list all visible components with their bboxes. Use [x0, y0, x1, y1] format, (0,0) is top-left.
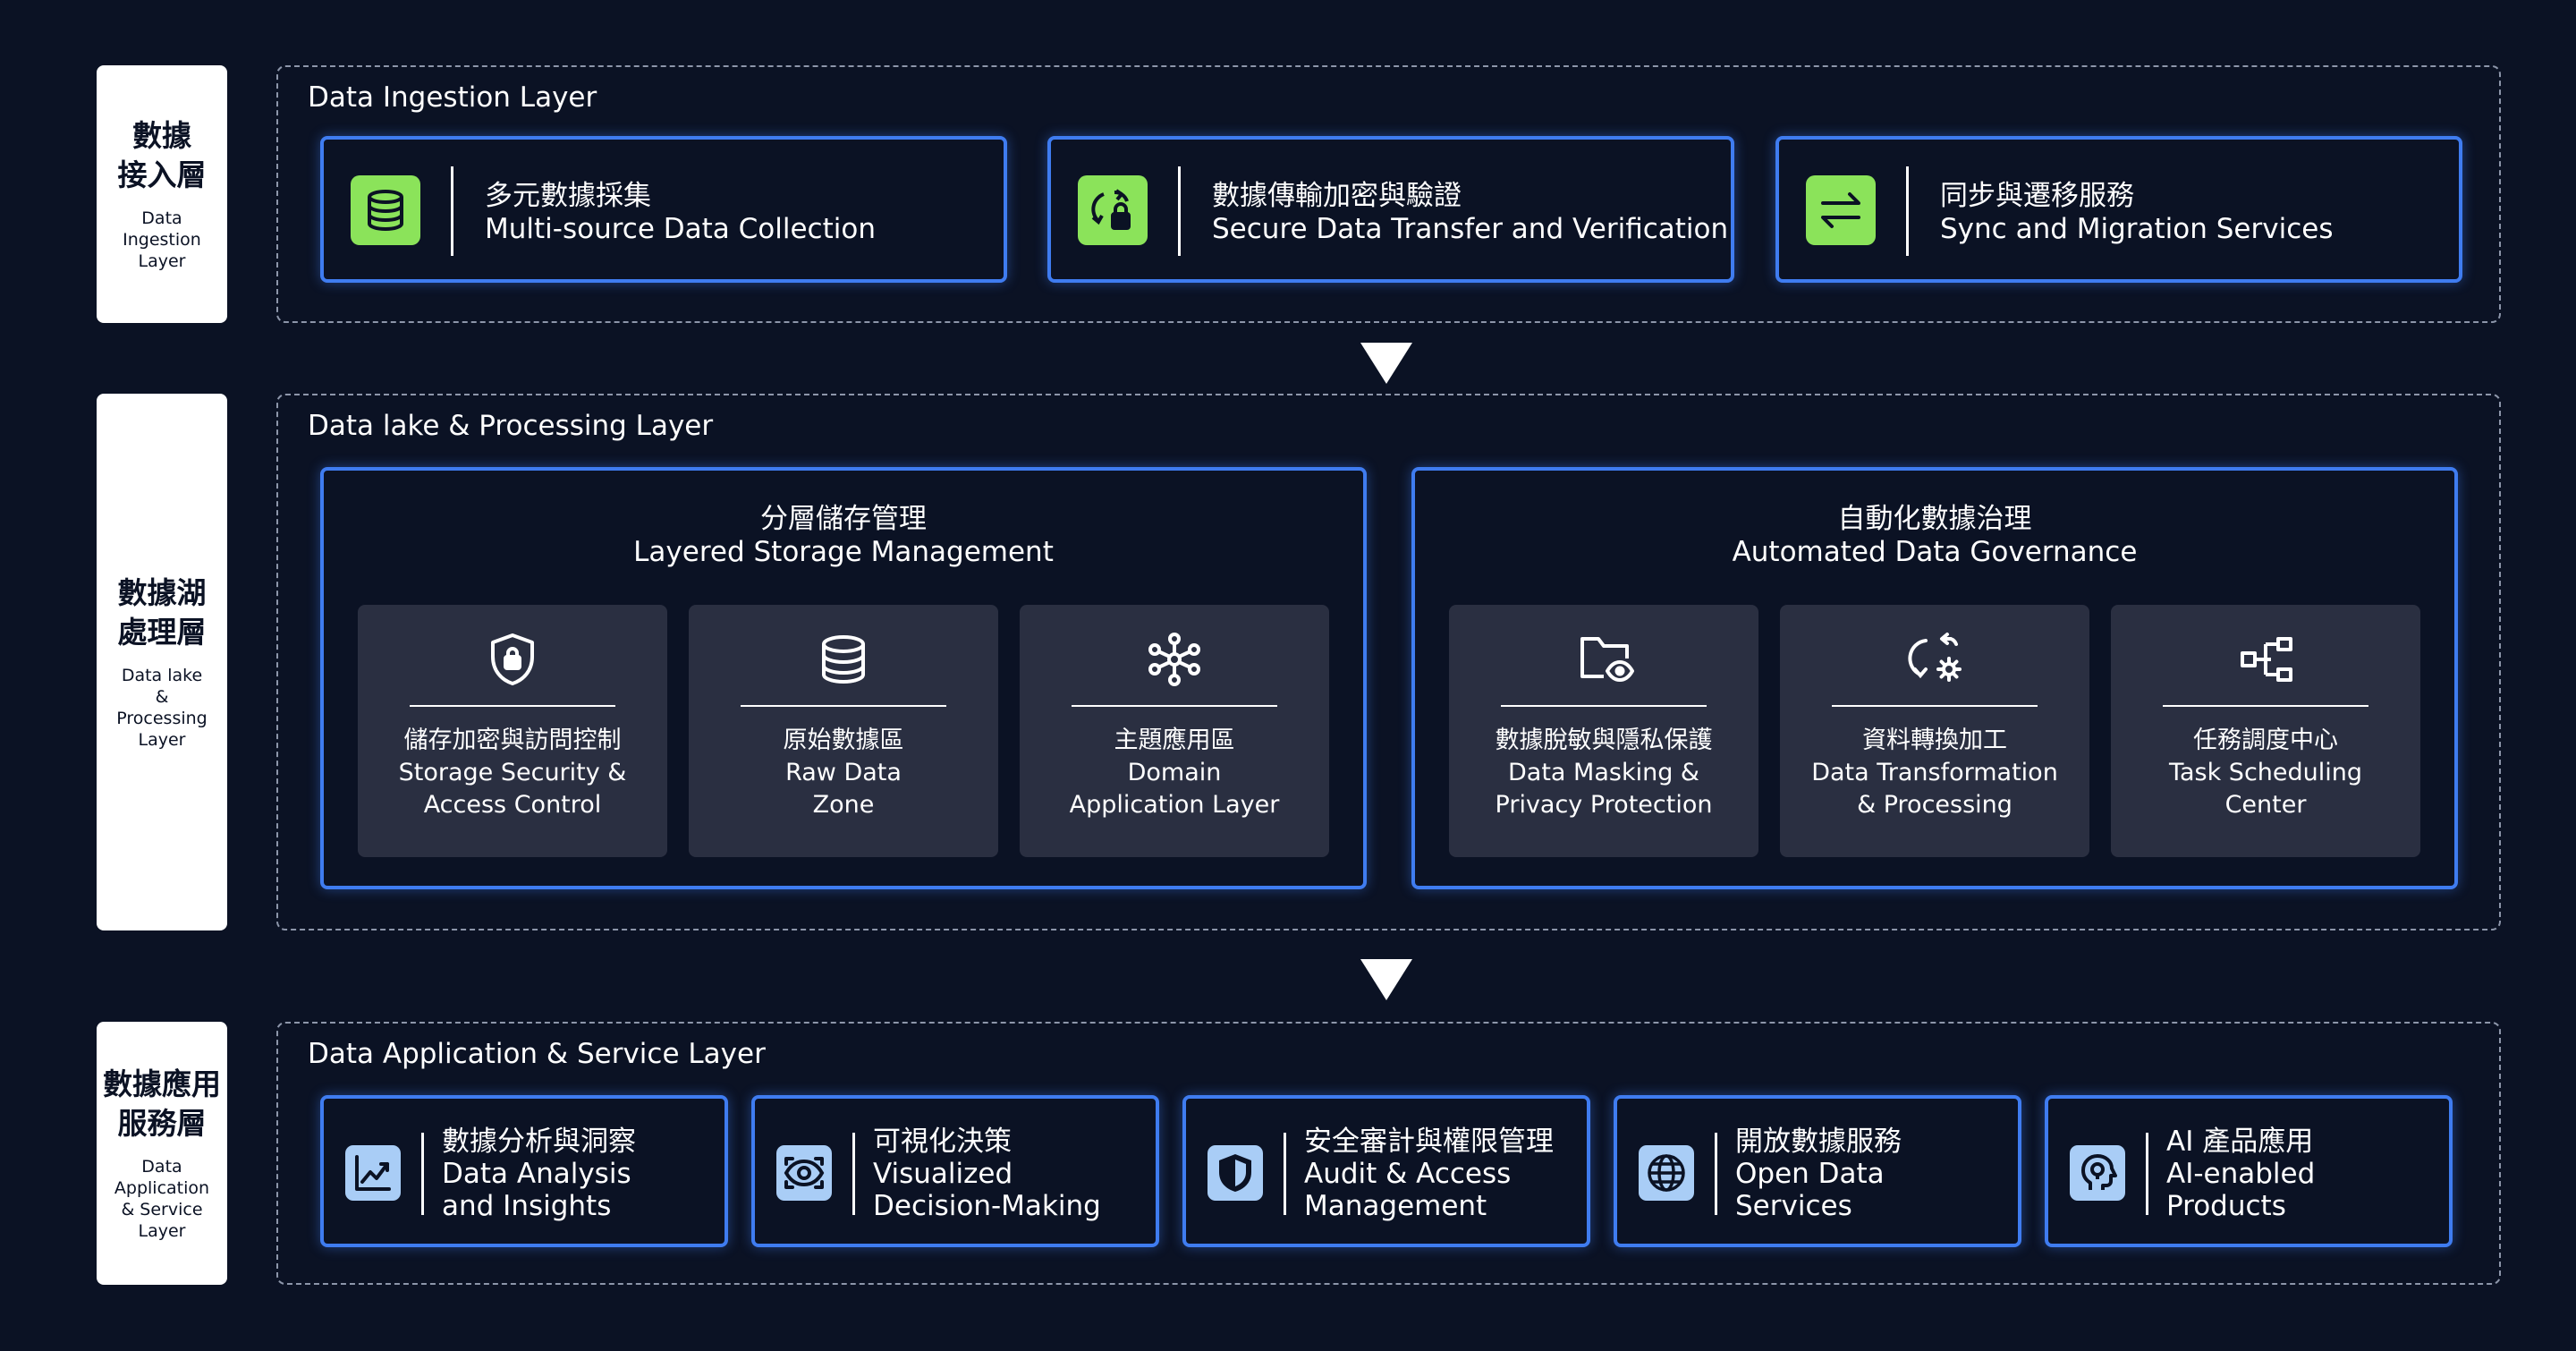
- side-label-zh: 數據湖 處理層: [117, 575, 207, 650]
- divider: [451, 166, 453, 256]
- transfer-arrows-icon: [1806, 175, 1876, 245]
- divider: [1178, 166, 1181, 256]
- app-card-open-data: 開放數據服務 Open Data Services: [1614, 1095, 2021, 1247]
- app-card-visualized-decision: 可視化決策 Visualized Decision-Making: [751, 1095, 1159, 1247]
- ingestion-card-sync: 同步與遷移服務 Sync and Migration Services: [1775, 136, 2462, 283]
- sub-card-text: 資料轉換加工 Data Transformation & Processing: [1811, 726, 2058, 819]
- ingestion-card-transfer: 數據傳輸加密與驗證 Secure Data Transfer and Verif…: [1047, 136, 1734, 283]
- side-label-zh: 數據 接入層: [117, 118, 207, 192]
- divider: [421, 1133, 424, 1215]
- ingestion-card-collection: 多元數據採集 Multi-source Data Collection: [320, 136, 1007, 283]
- app-card-audit-access: 安全審計與權限管理 Audit & Access Management: [1182, 1095, 1590, 1247]
- application-layer: Data Application & Service Layer 數據分析與洞察…: [276, 1022, 2501, 1285]
- flow-arrow-down: [1360, 959, 1412, 1000]
- divider: [1072, 705, 1277, 707]
- sub-card-domain-application: 主題應用區 Domain Application Layer: [1020, 605, 1329, 857]
- ingestion-layer: Data Ingestion Layer 多元數據採集 Multi-source…: [276, 65, 2501, 323]
- card-text: 可視化決策 Visualized Decision-Making: [873, 1126, 1101, 1222]
- group-heading: 分層儲存管理 Layered Storage Management: [324, 503, 1363, 569]
- divider: [410, 705, 615, 707]
- chart-trend-icon: [345, 1145, 401, 1201]
- side-label-processing: 數據湖 處理層 Data lake & Processing Layer: [97, 394, 227, 930]
- database-icon: [351, 175, 420, 245]
- divider: [1906, 166, 1909, 256]
- sub-card-text: 儲存加密與訪問控制 Storage Security & Access Cont…: [398, 726, 627, 819]
- data-governance-group: 自動化數據治理 Automated Data Governance 數據脫敏與隱…: [1411, 467, 2458, 889]
- network-hub-icon: [1148, 633, 1200, 686]
- layer-title: Data Application & Service Layer: [308, 1038, 766, 1070]
- group-heading: 自動化數據治理 Automated Data Governance: [1415, 503, 2454, 569]
- card-text: 數據分析與洞察 Data Analysis and Insights: [442, 1126, 636, 1222]
- card-text: 開放數據服務 Open Data Services: [1735, 1126, 1902, 1222]
- card-title-en: Sync and Migration Services: [1940, 213, 2334, 245]
- app-card-ai-products: AI 產品應用 AI-enabled Products: [2045, 1095, 2453, 1247]
- sub-card-text: 主題應用區 Domain Application Layer: [1069, 726, 1280, 819]
- ai-head-icon: [2070, 1145, 2125, 1201]
- card-text: 多元數據採集 Multi-source Data Collection: [485, 180, 876, 246]
- divider: [2146, 1133, 2148, 1215]
- card-title-zh: 數據傳輸加密與驗證: [1212, 180, 1462, 212]
- card-text: 數據傳輸加密與驗證 Secure Data Transfer and Verif…: [1212, 180, 1728, 246]
- shield-lock-icon: [491, 633, 534, 685]
- processing-layer: Data lake & Processing Layer 分層儲存管理 Laye…: [276, 394, 2501, 930]
- side-label-ingestion: 數據 接入層 Data Ingestion Layer: [97, 65, 227, 323]
- sub-card-text: 原始數據區 Raw Data Zone: [783, 726, 904, 819]
- sub-card-storage-security: 儲存加密與訪問控制 Storage Security & Access Cont…: [358, 605, 667, 857]
- card-title-en: Secure Data Transfer and Verification: [1212, 213, 1729, 245]
- divider: [741, 705, 946, 707]
- side-label-en: Data Application & Service Layer: [114, 1157, 210, 1241]
- eye-icon: [776, 1145, 832, 1201]
- card-text: 同步與遷移服務 Sync and Migration Services: [1940, 180, 2333, 246]
- side-label-en: Data Ingestion Layer: [123, 208, 201, 271]
- divider: [1501, 705, 1707, 707]
- divider: [852, 1133, 855, 1215]
- workflow-icon: [2241, 637, 2292, 682]
- storage-management-group: 分層儲存管理 Layered Storage Management 儲存加密與訪…: [320, 467, 1367, 889]
- sub-card-raw-data-zone: 原始數據區 Raw Data Zone: [689, 605, 998, 857]
- card-title-zh: 同步與遷移服務: [1940, 180, 2134, 212]
- database-icon: [822, 635, 865, 684]
- side-label-zh: 數據應用 服務層: [103, 1066, 221, 1141]
- sub-card-text: 任務調度中心 Task Scheduling Center: [2168, 726, 2363, 819]
- group-title-zh: 自動化數據治理: [1837, 503, 2032, 535]
- divider: [1284, 1133, 1286, 1215]
- app-card-data-analysis: 數據分析與洞察 Data Analysis and Insights: [320, 1095, 728, 1247]
- group-title-en: Layered Storage Management: [633, 536, 1054, 568]
- folder-eye-icon: [1580, 637, 1634, 682]
- layer-title: Data lake & Processing Layer: [308, 410, 714, 442]
- flow-arrow-down: [1360, 343, 1412, 384]
- side-label-en: Data lake & Processing Layer: [116, 666, 208, 750]
- group-title-en: Automated Data Governance: [1732, 536, 2138, 568]
- refresh-gear-icon: [1908, 633, 1962, 682]
- sub-card-task-scheduling: 任務調度中心 Task Scheduling Center: [2111, 605, 2420, 857]
- divider: [1832, 705, 2038, 707]
- sub-card-data-masking: 數據脫敏與隱私保護 Data Masking & Privacy Protect…: [1449, 605, 1758, 857]
- sub-card-data-transformation: 資料轉換加工 Data Transformation & Processing: [1780, 605, 2089, 857]
- globe-icon: [1639, 1145, 1694, 1201]
- divider: [1715, 1133, 1717, 1215]
- card-title-en: Multi-source Data Collection: [485, 213, 876, 245]
- sub-card-text: 數據脫敏與隱私保護 Data Masking & Privacy Protect…: [1495, 726, 1713, 819]
- side-label-application: 數據應用 服務層 Data Application & Service Laye…: [97, 1022, 227, 1285]
- shield-icon: [1208, 1145, 1263, 1201]
- card-text: AI 產品應用 AI-enabled Products: [2166, 1126, 2316, 1222]
- secure-sync-lock-icon: [1078, 175, 1148, 245]
- group-title-zh: 分層儲存管理: [760, 503, 927, 535]
- card-title-zh: 多元數據採集: [485, 180, 651, 212]
- card-text: 安全審計與權限管理 Audit & Access Management: [1304, 1126, 1554, 1222]
- divider: [2163, 705, 2368, 707]
- layer-title: Data Ingestion Layer: [308, 81, 597, 114]
